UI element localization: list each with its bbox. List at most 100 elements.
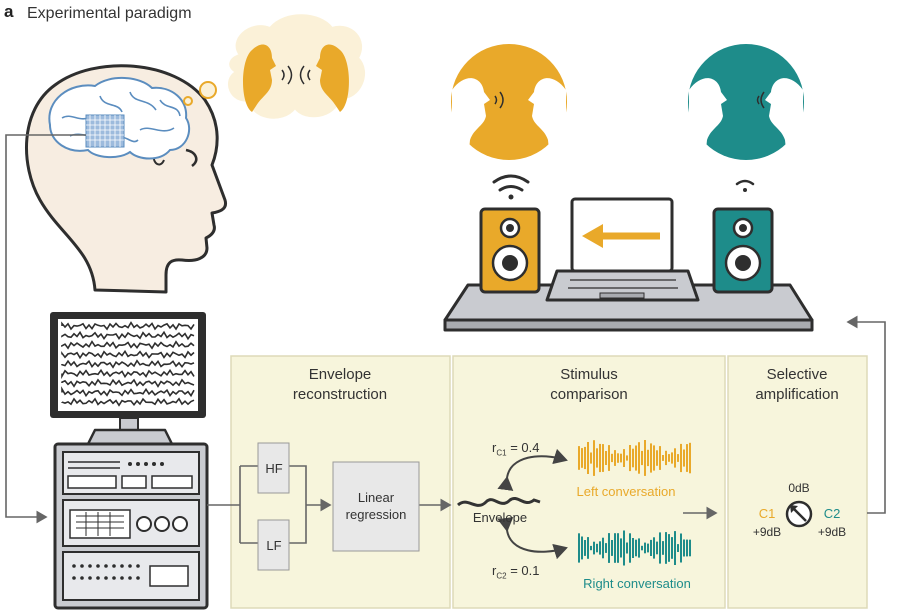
dial-left-gain-label: +9dB [752,525,782,539]
waveform-bar [650,539,652,556]
panel-letter: a [4,2,14,21]
waveform-bar [617,533,619,563]
gain-dial-icon [785,500,813,528]
eeg-trace [61,330,195,341]
eeg-trace [61,397,195,407]
waveform-bar [659,532,661,564]
stimulus-panel-title-line1: Stimulus [560,366,618,383]
waveform-bar [596,543,598,553]
selective-panel-title-line1: Selective [766,366,828,383]
waveform-bar [605,451,607,465]
waveform-bar [590,452,592,464]
eeg-monitor [50,312,206,446]
waveform-bar [671,452,673,464]
correlation-c1-value: = 0.4 [510,440,540,455]
waveform-bar [620,453,622,463]
recording-rack [53,442,209,610]
waveform-bar [683,539,685,557]
waveform-bar [623,449,625,467]
waveform-bar [653,445,655,471]
waveform-bar [668,454,670,462]
waveform-bar [677,544,679,552]
brain-illustration [48,76,191,160]
hf-filter-label: HF [265,461,283,476]
waveform-bar [632,538,634,558]
waveform-bar [647,543,649,553]
right-conversation-label: Right conversation [583,576,691,591]
waveform-bar [626,542,628,554]
eeg-trace [61,359,195,369]
waveform-bar [656,541,658,555]
waveform-bar [605,543,607,553]
waveform-bar [584,446,586,470]
waveform-bar [653,537,655,559]
waveform-bar [614,533,616,563]
eeg-trace [61,340,195,350]
panel-selective-amplification [727,355,868,609]
envelope-waveform [456,497,541,507]
waveform-bar [593,440,595,476]
waveform-bar [641,450,643,466]
envelope-panel-title-line1: Envelope [308,366,372,383]
connector-amplification-to-speakers [846,315,886,514]
waveform-bar [578,533,580,563]
waveform-bar [668,534,670,562]
right-conversation-icon [688,44,804,160]
waveform-bar [596,448,598,468]
linear-regression-box [332,461,420,552]
waveform-bar [677,454,679,462]
waveform-bar [629,533,631,563]
waveform-bar [581,536,583,560]
selective-panel-title-line2: amplification [755,386,839,403]
lf-filter-box [257,519,290,571]
eeg-trace [61,378,195,388]
eeg-trace [61,368,195,380]
waveform-bar [599,443,601,473]
waveform-bar [644,440,646,476]
left-speaker-icon [479,207,541,294]
waveform-bar [611,540,613,556]
eeg-trace [61,321,195,331]
left-speaker-wave-icon [492,174,530,200]
waveform-bar [608,533,610,563]
right-speaker-wave-icon [735,179,755,192]
waveform-bar [683,449,685,467]
correlation-c2-subscript: C2 [496,571,507,581]
waveform-bar [632,448,634,468]
figure-title: Experimental paradigm [27,5,192,22]
correlation-arrow-c2 [497,517,568,560]
left-conversation-label: Left conversation [576,484,676,499]
waveform-bar [656,450,658,466]
waveform-bar [689,539,691,557]
waveform-bar [638,538,640,558]
waveform-bar [638,442,640,474]
correlation-arrow-c1 [497,448,568,491]
eeg-trace [61,349,195,360]
connector-brain-to-rack [5,134,86,524]
waveform-bar [623,530,625,566]
waveform-bar [614,450,616,466]
correlation-c1-symbol: r [492,440,497,455]
waveform-bar [602,444,604,472]
envelope-label: Envelope [472,510,528,525]
waveform-bar [629,445,631,472]
envelope-panel-title-line2: reconstruction [292,386,388,403]
waveform-bar [587,537,589,559]
correlation-c1-label: rC1 = 0.4 [492,440,539,458]
left-conversation-icon [451,44,567,160]
waveform-bar [644,542,646,554]
waveform-bar [689,442,691,474]
hf-filter-box [257,442,290,494]
waveform-bar [659,446,661,470]
correlation-c2-label: rC2 = 0.1 [492,563,539,581]
waveform-bar [680,533,682,563]
thought-bubble [183,14,365,119]
regression-label-line1: Linear [357,490,395,505]
waveform-bar [590,545,592,551]
connector-rack-to-filters [207,465,452,544]
waveform-bar [587,442,589,474]
waveform-bar [617,453,619,463]
waveform-bar [620,538,622,558]
waveform-bar [671,537,673,559]
waveform-bar [647,449,649,467]
